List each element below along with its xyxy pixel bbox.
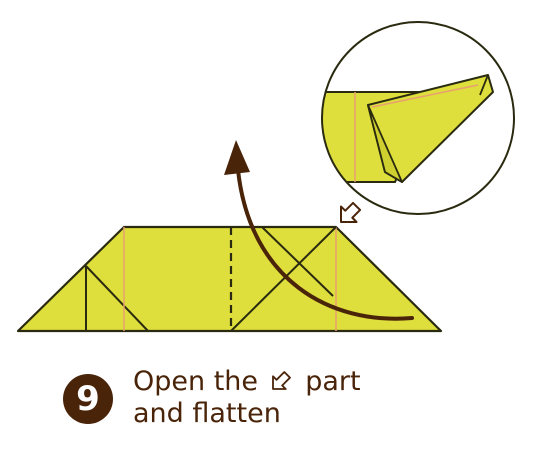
open-arrow-icon [271, 371, 291, 390]
instruction-line-2: and flatten [133, 398, 281, 429]
instruction-text-part: part [305, 366, 361, 397]
instruction-text-open: Open the [133, 366, 259, 397]
step-number: 9 [76, 379, 100, 419]
paper-trapezoid [16, 225, 443, 333]
step-instruction: Open the part and flatten [133, 366, 361, 430]
detail-magnifier [321, 21, 515, 215]
detail-crease-line [371, 84, 479, 108]
flap-diagonal-line [261, 226, 334, 297]
fold-line [85, 265, 149, 332]
detail-flap-inner [367, 104, 403, 183]
folded-paper [16, 225, 443, 333]
detail-fold-line [479, 74, 489, 96]
step-number-badge: 9 [63, 374, 113, 424]
flap-diagonal-line [230, 226, 337, 332]
instruction-line-1: Open the part [133, 366, 361, 398]
curved-arrow-icon [224, 140, 414, 321]
open-arrow-icon [340, 201, 362, 223]
